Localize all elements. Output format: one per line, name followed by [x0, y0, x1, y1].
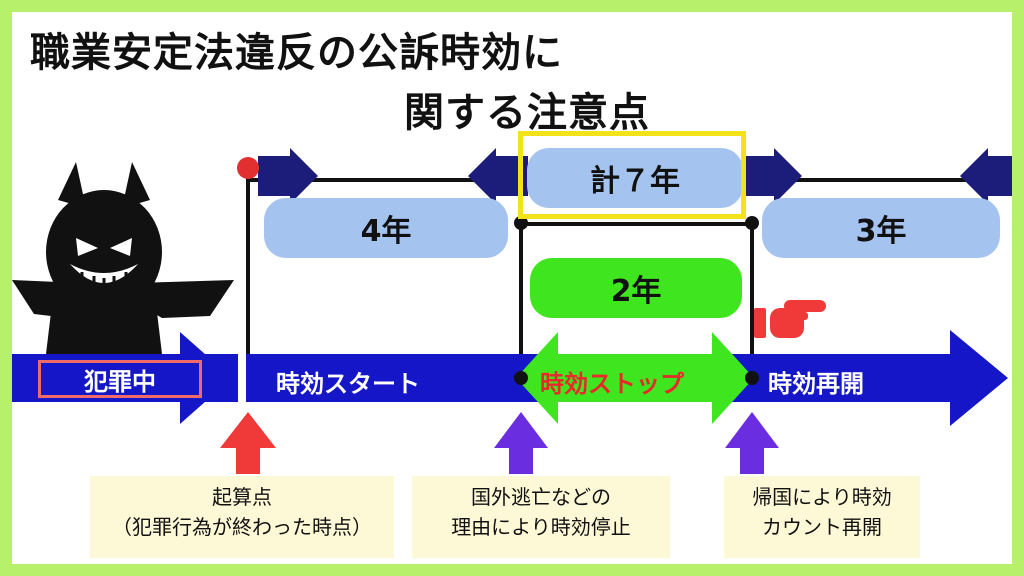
crime-label: 犯罪中: [84, 367, 156, 396]
timeline-graphics: [12, 148, 1012, 474]
resume-top-dot: [745, 216, 759, 230]
crime-label-box: 犯罪中: [38, 360, 202, 398]
crime-divider: [238, 348, 246, 408]
stop-pointer-arrow: [494, 412, 548, 474]
stop-top-dot: [514, 216, 528, 230]
stop-note: 国外逃亡などの 理由により時効停止: [412, 476, 670, 558]
resume-label: 時効再開: [768, 370, 864, 398]
origin-pointer-arrow: [220, 412, 276, 474]
origin-note-line1: 起算点: [212, 485, 272, 509]
segment-total-pill: 計７年: [527, 148, 743, 208]
origin-note: 起算点 （犯罪行為が終わった時点）: [90, 476, 394, 558]
pointing-hand-icon: [754, 300, 826, 338]
stop-label: 時効ストップ: [540, 370, 684, 398]
timeline-arrow-left: [468, 148, 528, 204]
resume-bottom-dot: [745, 371, 759, 385]
timeline-arrow-right: [258, 148, 318, 204]
flow-arrow: [12, 330, 1008, 426]
start-label: 時効スタート: [276, 370, 420, 398]
crime-arrow: [12, 332, 232, 424]
resume-note-line1: 帰国により時効: [752, 485, 892, 509]
segment-after-pill: 3年: [762, 198, 1000, 258]
stop-note-line2: 理由により時効停止: [451, 515, 631, 539]
timeline-arrow-left: [960, 148, 1012, 204]
diagram-card: 職業安定法違反の公訴時効に 関する注意点: [12, 12, 1012, 564]
stop-bottom-dot: [514, 371, 528, 385]
total-highlight-frame: [518, 131, 746, 219]
title-line-2: 関する注意点: [404, 90, 650, 136]
origin-note-line2: （犯罪行為が終わった時点）: [112, 515, 372, 539]
stop-note-line1: 国外逃亡などの: [471, 485, 611, 509]
segment-before-pill: 4年: [264, 198, 508, 258]
resume-note: 帰国により時効 カウント再開: [724, 476, 920, 558]
timeline-arrow-right: [742, 148, 802, 204]
devil-icon: [12, 162, 234, 354]
segment-stop-pill: 2年: [530, 258, 742, 318]
stop-double-arrow: [516, 332, 754, 424]
resume-note-line2: カウント再開: [762, 515, 882, 539]
title-line-1: 職業安定法違反の公訴時効に: [30, 30, 563, 76]
start-dot: [237, 157, 259, 179]
resume-pointer-arrow: [725, 412, 779, 474]
